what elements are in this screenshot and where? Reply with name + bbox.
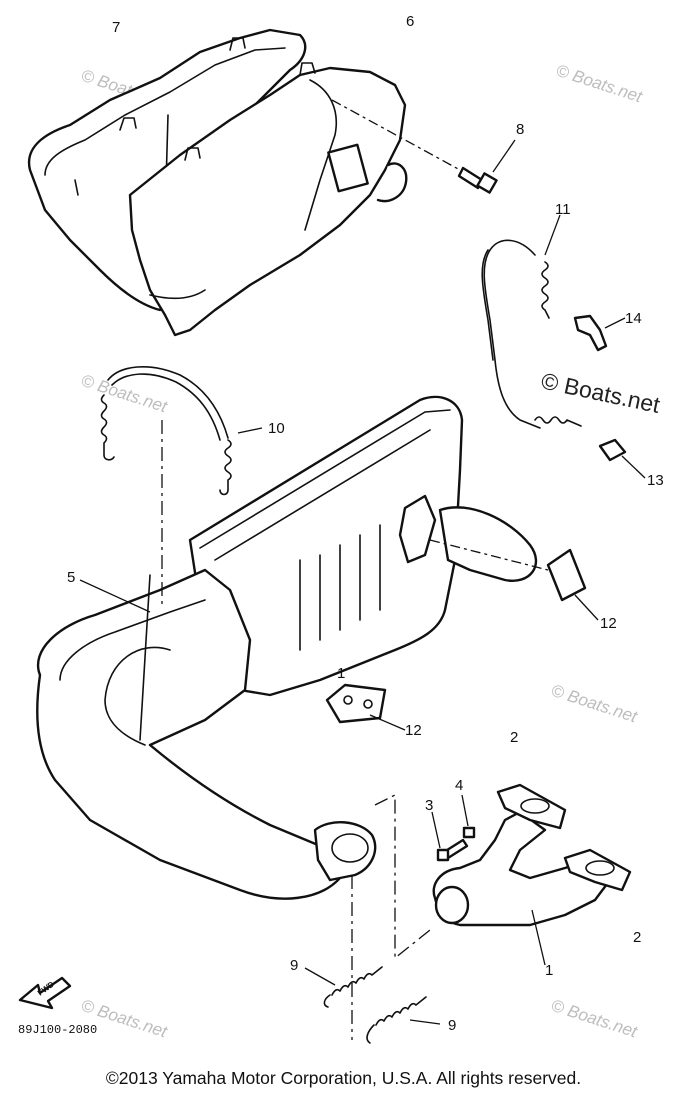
callout-numbers: 7 6 8 11 14 10 13 5 12 12 2 4 3 2 1 9 9 … [67, 13, 664, 1034]
damper-13 [598, 438, 646, 479]
callout-1: 1 [545, 962, 553, 979]
muffler-5 [36, 395, 537, 900]
hanger-rod-11 [481, 214, 582, 429]
watermark: © Boats.net [549, 996, 641, 1042]
callout-10: 10 [268, 420, 285, 437]
callout-5: 5 [67, 569, 75, 586]
callout-2: 2 [510, 729, 518, 746]
copyright-text: ©2013 Yamaha Motor Corporation, U.S.A. A… [105, 1068, 582, 1088]
exhaust-manifold [432, 783, 632, 966]
callout-13: 13 [647, 472, 664, 489]
callout-2: 2 [633, 929, 641, 946]
washer-4 [461, 794, 476, 839]
callout-11: 11 [555, 201, 571, 218]
fwd-arrow-icon: FWD [18, 976, 72, 1010]
alignment-lines [161, 420, 431, 1040]
callout-12: 12 [600, 615, 617, 632]
watermark: © Boats.net [549, 681, 641, 727]
callout-8: 8 [516, 121, 524, 138]
spring-9 [304, 966, 441, 1044]
callout-12: 12 [405, 722, 422, 739]
bolt-8 [331, 99, 516, 194]
bolt-3 [431, 811, 469, 862]
callout-7: 7 [112, 19, 120, 36]
watermark-main: © Boats.net [539, 367, 663, 418]
drawing-code: 89J100-2080 [18, 1023, 97, 1037]
callout-1: 1 [337, 665, 345, 682]
callout-14: 14 [625, 310, 642, 327]
damper-12 [325, 539, 599, 731]
callout-4: 4 [455, 777, 463, 794]
callout-6: 6 [406, 13, 414, 30]
callout-9: 9 [448, 1017, 456, 1034]
callout-9: 9 [290, 957, 298, 974]
muffler-cover-inner [128, 62, 408, 337]
clip-14 [573, 314, 626, 352]
spring-hanger-10 [100, 366, 263, 496]
callout-3: 3 [425, 797, 433, 814]
watermark: © Boats.net [554, 61, 646, 107]
